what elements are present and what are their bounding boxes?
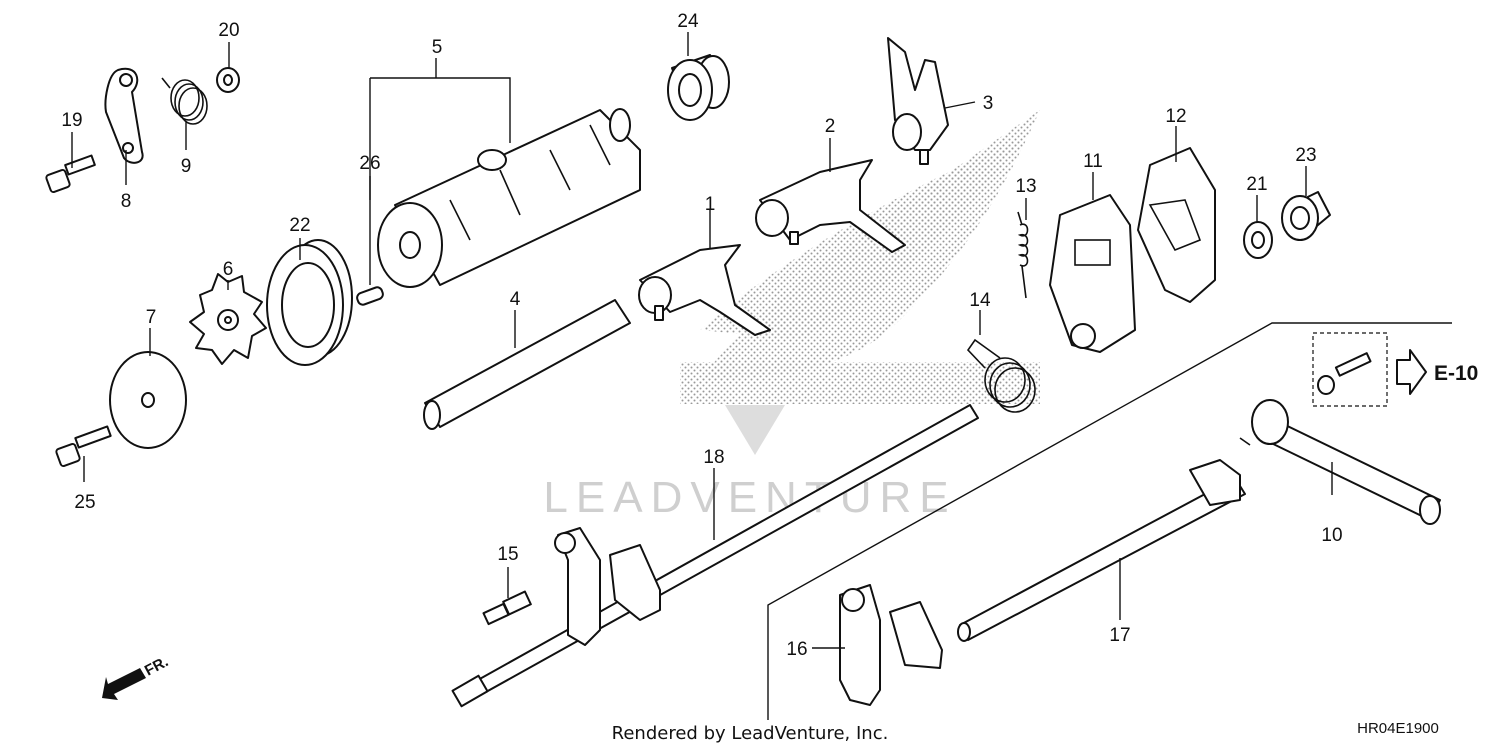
part-5-shift-drum[interactable] xyxy=(377,108,641,288)
reference-e10-group[interactable]: E-10 xyxy=(1312,332,1478,407)
part-8-stopper-arm[interactable] xyxy=(104,67,144,164)
callout-14[interactable]: 14 xyxy=(969,290,991,311)
part-7-cover-plate[interactable] xyxy=(109,351,187,449)
callout-labels: 1 2 3 4 5 6 7 8 9 10 11 12 13 14 15 16 1… xyxy=(61,11,1342,660)
callout-6[interactable]: 6 xyxy=(223,259,234,280)
part-19-bolt[interactable] xyxy=(45,154,96,194)
callout-5[interactable]: 5 xyxy=(432,37,443,58)
callout-21[interactable]: 21 xyxy=(1246,174,1267,195)
part-26-dowel-pin[interactable] xyxy=(356,286,385,306)
callout-18[interactable]: 18 xyxy=(703,447,724,468)
callout-1[interactable]: 1 xyxy=(705,194,716,215)
part-22-large-bearing[interactable] xyxy=(266,239,353,366)
part-10-spindle[interactable] xyxy=(1239,399,1441,525)
callout-11[interactable]: 11 xyxy=(1083,151,1103,172)
leadventure-watermark: LEADVENTURE xyxy=(543,473,956,522)
callout-10[interactable]: 10 xyxy=(1321,525,1342,546)
part-21-washer[interactable] xyxy=(1243,221,1273,259)
callout-20[interactable]: 20 xyxy=(218,20,239,41)
reference-tag[interactable]: E-10 xyxy=(1434,362,1478,385)
part-13-spring[interactable] xyxy=(1017,211,1029,299)
callout-3[interactable]: 3 xyxy=(983,93,994,114)
part-20-washer[interactable] xyxy=(216,67,240,93)
callout-24[interactable]: 24 xyxy=(677,11,699,32)
part-12-plate[interactable] xyxy=(1137,147,1216,303)
callout-16[interactable]: 16 xyxy=(786,639,807,660)
part-9-spring[interactable] xyxy=(161,77,208,125)
part-17-shaft[interactable] xyxy=(957,459,1246,642)
callout-2[interactable]: 2 xyxy=(825,116,836,137)
callout-9[interactable]: 9 xyxy=(181,156,192,177)
part-11-plate[interactable] xyxy=(1049,194,1136,353)
reference-bolt xyxy=(1334,352,1372,377)
reference-washer xyxy=(1317,375,1335,395)
part-14-spring[interactable] xyxy=(966,338,1036,413)
callout-23[interactable]: 23 xyxy=(1295,145,1316,166)
leader-lines xyxy=(71,32,1333,649)
rendered-by-footer: Rendered by LeadVenture, Inc. xyxy=(612,723,889,744)
part-2-shift-fork[interactable] xyxy=(755,159,906,253)
reference-arrow-icon xyxy=(1396,349,1427,395)
callout-25[interactable]: 25 xyxy=(74,492,95,513)
part-25-bolt[interactable] xyxy=(55,425,112,468)
part-15-stud[interactable] xyxy=(482,590,532,626)
division-line xyxy=(767,322,1452,720)
part-16-arm[interactable] xyxy=(839,584,943,706)
callout-13[interactable]: 13 xyxy=(1015,176,1036,197)
reference-dashed-box xyxy=(1312,332,1388,407)
callout-7[interactable]: 7 xyxy=(146,307,157,328)
part-18-shift-shaft[interactable] xyxy=(451,404,979,708)
callout-17[interactable]: 17 xyxy=(1109,625,1130,646)
front-arrow-icon xyxy=(102,668,146,700)
callout-8[interactable]: 8 xyxy=(121,191,132,212)
callout-15[interactable]: 15 xyxy=(497,544,518,565)
callout-12[interactable]: 12 xyxy=(1165,106,1186,127)
drawing-code: HR04E1900 xyxy=(1357,720,1439,737)
callout-4[interactable]: 4 xyxy=(510,289,521,310)
honda-wing-logo xyxy=(680,110,1040,455)
callout-19[interactable]: 19 xyxy=(61,110,82,131)
part-1-shift-fork[interactable] xyxy=(638,244,771,336)
part-23-bearing[interactable] xyxy=(1281,191,1331,241)
part-6-star-plate[interactable] xyxy=(189,273,267,365)
part-4-shaft[interactable] xyxy=(423,299,631,430)
part-3-shift-fork[interactable] xyxy=(887,37,949,165)
front-direction-indicator: FR. xyxy=(102,653,171,700)
callout-22[interactable]: 22 xyxy=(289,215,310,236)
callout-26[interactable]: 26 xyxy=(359,153,380,174)
part-24-bearing[interactable] xyxy=(667,54,730,121)
front-direction-label: FR. xyxy=(142,653,171,679)
